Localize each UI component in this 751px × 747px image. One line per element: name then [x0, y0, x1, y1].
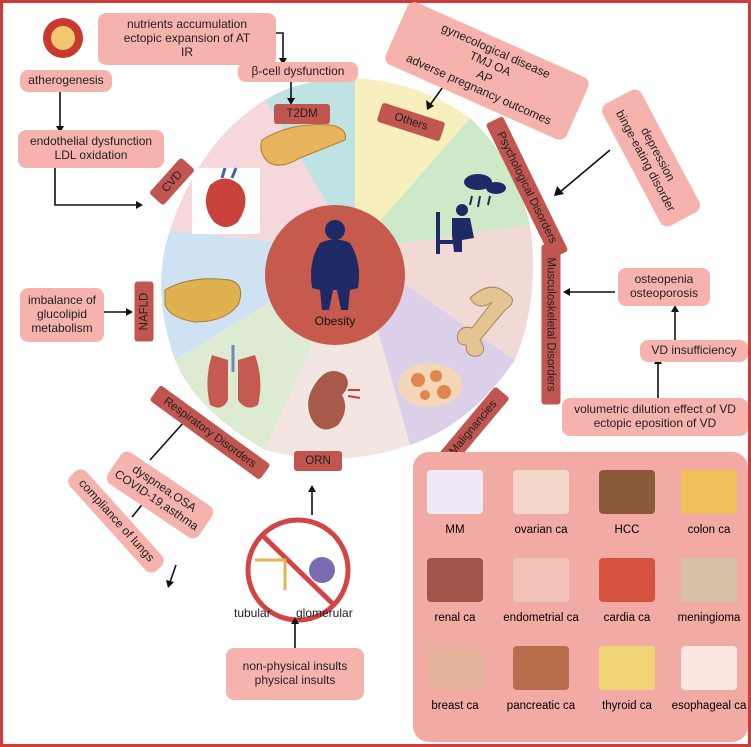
box-t2dm-causes: nutrients accumulation ectopic expansion… — [98, 13, 276, 65]
box-endothelial: endothelial dysfunction LDL oxidation — [18, 130, 164, 168]
cvd-heart-thumb-icon — [43, 18, 83, 58]
heart-icon — [192, 168, 260, 234]
arrow-endothelial-cvd — [55, 168, 138, 205]
cancer-cell: MM — [415, 470, 495, 536]
endothelial-item-0: endothelial dysfunction — [30, 135, 152, 149]
cancer-cell: endometrial ca — [501, 558, 581, 624]
t2dm-cause-0: nutrients accumulation — [124, 18, 251, 32]
tag-t2dm: T2DM — [274, 104, 330, 124]
tubular-label: tubular — [234, 607, 271, 621]
glomerular-label: glomerular — [296, 607, 353, 621]
cancer-cell: renal ca — [415, 558, 495, 624]
cancer-cell: cardia ca — [587, 558, 667, 624]
cancer-label: colon ca — [669, 524, 749, 536]
glucolipid-line-1: glucolipid — [28, 308, 96, 322]
glucolipid-line-0: imbalance of — [28, 294, 96, 308]
insults-item-0: non-physical insults — [243, 660, 348, 674]
box-glucolipid: imbalance of glucolipid metabolism — [20, 288, 104, 342]
endothelial-item-1: LDL oxidation — [30, 149, 152, 163]
cancer-label: meningioma — [669, 612, 749, 624]
cancer-cell: thyroid ca — [587, 646, 667, 712]
box-vd-causes: volumetric dilution effect of VD ectopic… — [562, 398, 748, 436]
cancer-label: pancreatic ca — [501, 700, 581, 712]
tag-nafld: NAFLD — [135, 282, 154, 342]
cancer-label: renal ca — [415, 612, 495, 624]
cancer-label: esophageal ca — [669, 700, 749, 712]
pancreas-tumor-icon — [513, 646, 569, 690]
glucolipid-line-2: metabolism — [28, 322, 96, 336]
box-insults: non-physical insults physical insults — [226, 648, 364, 700]
cancer-label: cardia ca — [587, 612, 667, 624]
tumor-cells-icon — [398, 363, 462, 407]
liver-tumor-icon — [599, 470, 655, 514]
box-musculo-list: osteopenia osteoporosis — [618, 268, 710, 306]
cancer-cell: esophageal ca — [669, 646, 749, 712]
cancer-cell: breast ca — [415, 646, 495, 712]
stomach-icon — [599, 558, 655, 602]
cancer-cell: pancreatic ca — [501, 646, 581, 712]
box-beta-cell: β-cell dysfunction — [238, 62, 358, 82]
cancer-label: ovarian ca — [501, 524, 581, 536]
vd-cause-1: ectopic eposition of VD — [574, 417, 736, 431]
insults-item-1: physical insults — [243, 674, 348, 688]
arrow-respiratory — [150, 422, 184, 460]
vd-cause-0: volumetric dilution effect of VD — [574, 403, 736, 417]
kidney-crossed-icon — [248, 520, 348, 620]
cancer-label: HCC — [587, 524, 667, 536]
esophagus-icon — [681, 646, 737, 690]
obesity-label: Obesity — [305, 315, 365, 329]
cancer-label: breast ca — [415, 700, 495, 712]
cancer-cell: meningioma — [669, 558, 749, 624]
colon-icon — [681, 470, 737, 514]
t2dm-cause-2: IR — [124, 46, 251, 60]
tag-orn: ORN — [294, 451, 342, 471]
cancer-label: MM — [415, 524, 495, 536]
box-atherogenesis: atherogenesis — [20, 70, 112, 92]
box-vd-insufficiency: VD insufficiency — [640, 340, 748, 362]
cancer-cell: ovarian ca — [501, 470, 581, 536]
t2dm-cause-1: ectopic expansion of AT — [124, 32, 251, 46]
musculo-item-0: osteopenia — [630, 273, 698, 287]
arrow-psych — [560, 150, 610, 192]
breast-icon — [427, 646, 483, 690]
renal-icon — [427, 558, 483, 602]
tag-musculo: Musculoskeletal Disorders — [542, 245, 561, 405]
thyroid-icon — [599, 646, 655, 690]
ovary-icon — [513, 470, 569, 514]
arrow-lungs-down — [170, 565, 176, 582]
cancer-label: endometrial ca — [501, 612, 581, 624]
uterus-icon — [513, 558, 569, 602]
musculo-item-1: osteoporosis — [630, 287, 698, 301]
cancer-cell: colon ca — [669, 470, 749, 536]
cancer-label: thyroid ca — [587, 700, 667, 712]
brain-icon — [681, 558, 737, 602]
cancer-cell: HCC — [587, 470, 667, 536]
malignancy-panel: MM ovarian ca HCC colon ca renal ca endo… — [413, 452, 748, 742]
mm-cell-icon — [427, 470, 483, 514]
